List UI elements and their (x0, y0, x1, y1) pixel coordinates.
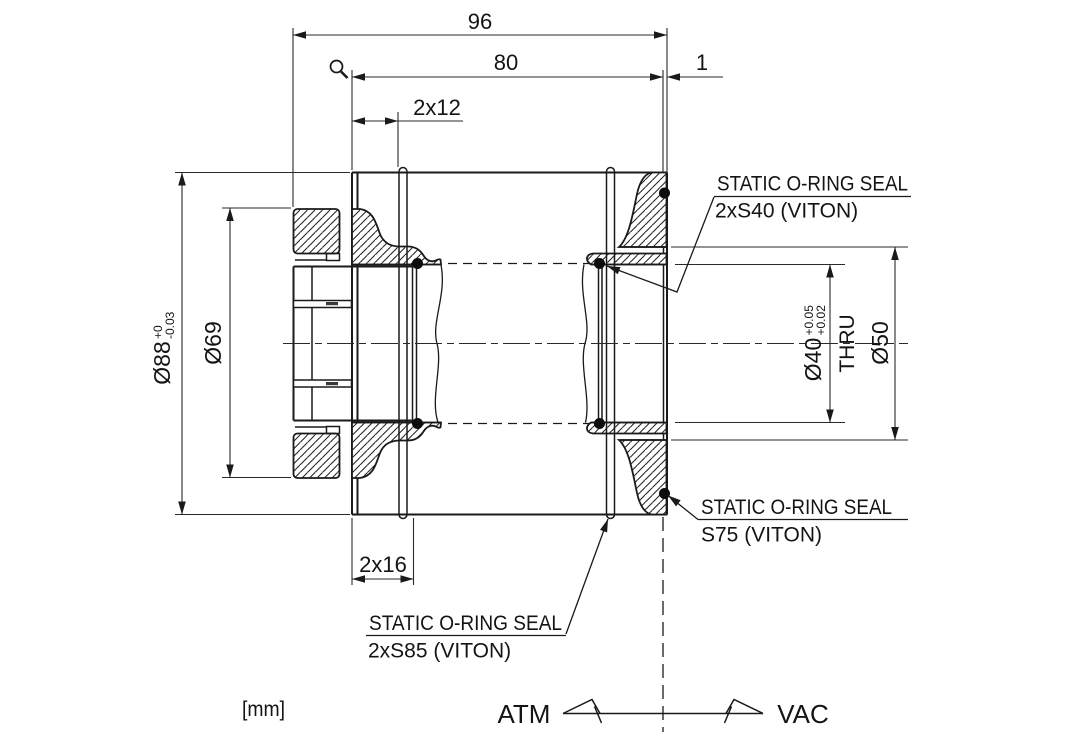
extension-lines (175, 28, 908, 585)
seal-s85-spec: 2xS85 (VITON) (368, 640, 511, 663)
dim-od-tol-lower: -0.03 (163, 311, 177, 339)
magnifier-icon (329, 59, 349, 79)
right-flange-bottom (616, 439, 668, 516)
flow-arrow-right (723, 698, 764, 724)
flow-atm-label: ATM (498, 699, 551, 729)
dim-od-label-group: Ø88 +0 -0.03 (149, 311, 177, 384)
dim-plug-label: Ø69 (200, 321, 226, 364)
dim-counterbore-label-group: Ø50 (867, 321, 893, 364)
oring-dot-s40-top-left (412, 258, 423, 269)
section-hatched-parts (292, 171, 668, 516)
dimension-arrows (178, 31, 899, 583)
left-block-top (292, 208, 341, 255)
flow-arrow-left (562, 698, 603, 724)
seal-s40-spec: 2xS40 (VITON) (715, 200, 858, 223)
dim-bore-tol-upper: +0.05 (802, 305, 816, 336)
dim-plug-label-group: Ø69 (200, 321, 226, 364)
seal-s40-title: STATIC O-RING SEAL (717, 173, 908, 196)
oring-dot-s40-bottom-right (594, 418, 605, 429)
oring-dot-s75-face-bottom (659, 488, 670, 499)
bore-lines (352, 246, 667, 441)
seal-s75-spec: S75 (VITON) (701, 524, 822, 547)
dim-bore-label: Ø40 (800, 338, 826, 381)
dim-overall-label: 96 (468, 9, 492, 34)
connector-prongs (292, 252, 353, 435)
seal-s85-title: STATIC O-RING SEAL (369, 612, 562, 635)
flow-symbols (562, 698, 764, 724)
prong-bottom (292, 379, 353, 388)
leader-lines (366, 195, 911, 637)
right-flange-top (616, 171, 668, 248)
prong-bottom-contact (326, 382, 338, 386)
dim-od-tol-upper: +0 (151, 325, 165, 339)
flow-vac-label: VAC (777, 699, 829, 729)
prong-top (292, 299, 353, 309)
dimension-lines (181, 34, 896, 580)
units-label: [mm] (242, 698, 285, 721)
dim-hole-top-label: 2x12 (413, 95, 461, 120)
left-flange-bottom (351, 421, 442, 479)
dim-bore-tol-lower: +0.02 (814, 305, 828, 336)
dim-bore-thru-group: THRU (836, 314, 859, 372)
dim-hole-bottom-label: 2x16 (359, 552, 407, 577)
left-flange-top (351, 208, 442, 266)
labels: 96 80 1 2x12 2x16 Ø88 +0 -0.03 Ø69 Ø40 +… (149, 9, 908, 729)
o-rings (412, 187, 670, 499)
dim-bore-thru-label: THRU (836, 314, 859, 372)
dim-od-label: Ø88 (149, 341, 175, 384)
oring-dot-s40-top-right (594, 258, 605, 269)
oring-dot-s85-bottom-left (412, 418, 423, 429)
dim-lip-label: 1 (696, 50, 708, 75)
prong-top-contact (326, 302, 338, 306)
dim-bore-label-group: Ø40 +0.05 +0.02 (800, 305, 828, 381)
oring-dot-face-top (659, 187, 670, 199)
dim-body-label: 80 (494, 50, 518, 75)
left-block-bottom (292, 432, 341, 479)
dim-counterbore-label: Ø50 (867, 321, 893, 364)
seal-s75-title: STATIC O-RING SEAL (701, 496, 892, 519)
